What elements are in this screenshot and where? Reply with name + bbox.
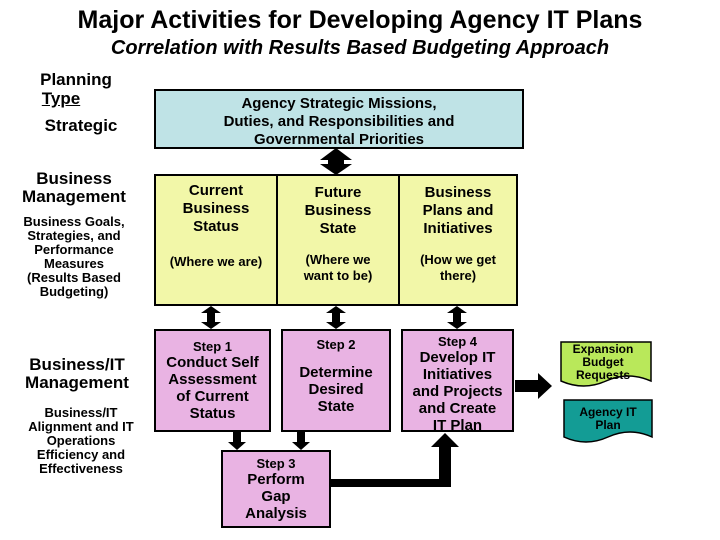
step-line: Status (189, 405, 236, 422)
business-management-desc: Business Goals, Strategies, and Performa… (4, 215, 144, 299)
arrow-step1-to-step3 (228, 432, 246, 450)
step-line: and Create (418, 400, 497, 417)
step-4-box: Step 4 Develop IT Initiatives and Projec… (401, 329, 514, 434)
status-note: there) (439, 268, 477, 283)
step-line: State (317, 398, 355, 415)
desc-line: (Results Based (27, 270, 121, 285)
status-title-line: Future (314, 184, 362, 201)
step-line: Conduct Self (166, 354, 259, 371)
budget-doc-shape (560, 341, 652, 387)
expansion-budget-requests-label: Expansion Budget Requests (560, 343, 646, 382)
business-it-management-label: Business/IT Management (4, 356, 150, 392)
budget-line: Budget (582, 355, 624, 369)
double-arrow-step2 (326, 306, 346, 329)
status-title-line: Business (304, 202, 372, 219)
step-2-box: Step 2 Determine Desired State (281, 329, 391, 432)
step-number: Step 4 (437, 334, 477, 349)
planning-label: Planning (40, 70, 112, 89)
step-number: Step 2 (316, 337, 356, 352)
business-it-management-desc: Business/IT Alignment and IT Operations … (8, 406, 154, 476)
status-note: (How we get (420, 252, 496, 267)
status-title-line: Initiatives (423, 220, 493, 237)
status-title-line: Current (188, 182, 244, 199)
desc-line: Measures (44, 256, 104, 271)
arrow-step4-to-outputs (515, 373, 552, 399)
step-line: Assessment (168, 371, 257, 388)
step-line: Determine (299, 364, 373, 381)
agency-it-plan-label: Agency IT Plan (563, 406, 653, 432)
status-note: (Where we (305, 252, 371, 267)
budget-line: Requests (575, 368, 631, 382)
strategic-line: Governmental Priorities (253, 131, 425, 148)
desc-line: Effectiveness (39, 461, 123, 476)
arrow-step2-to-step3 (292, 432, 310, 450)
strategic-line: Duties, and Responsibilities and (223, 113, 455, 130)
business-management-line2: Management (22, 187, 126, 206)
current-business-status-box: Current Business Status (Where we are) (156, 176, 276, 304)
status-title-line: Business (424, 184, 492, 201)
step-3-box: Step 3 Perform Gap Analysis (221, 450, 331, 528)
status-title-line: Business (182, 200, 250, 217)
step-line: Gap (261, 488, 291, 505)
business-plans-box: Business Plans and Initiatives (How we g… (398, 176, 516, 304)
step-1-box: Step 1 Conduct Self Assessment of Curren… (154, 329, 271, 432)
step-line: and Projects (412, 383, 503, 400)
desc-line: Operations (46, 433, 116, 448)
step-number: Step 3 (256, 456, 296, 471)
desc-line: Strategies, and (27, 228, 121, 243)
step-line: IT Plan (432, 417, 483, 434)
business-management-line1: Business (36, 169, 112, 188)
expansion-budget-requests-doc (560, 341, 652, 387)
it-plan-line: Plan (595, 418, 621, 432)
business-it-management-line1: Business/IT (29, 355, 125, 374)
step-line: of Current (176, 388, 249, 405)
step-line: Initiatives (422, 366, 493, 383)
arrow-step3-to-step4 (331, 433, 459, 487)
strategic-missions-box: Agency Strategic Missions, Duties, and R… (154, 89, 524, 149)
double-arrow-strategic (320, 148, 352, 175)
type-label: Type (41, 89, 81, 108)
step-line: Develop IT (419, 349, 496, 366)
desc-line: Business/IT (44, 405, 118, 420)
status-title-line: Plans and (422, 202, 494, 219)
status-title-line: State (319, 220, 357, 237)
it-plan-line: Agency IT (579, 405, 637, 419)
future-business-state-box: Future Business State (Where we want to … (276, 176, 398, 304)
page-subtitle: Correlation with Results Based Budgeting… (110, 37, 610, 59)
agency-it-plan-doc (563, 399, 653, 443)
status-title-line: Status (193, 218, 239, 235)
desc-line: Performance (34, 242, 114, 257)
double-arrow-step1 (201, 306, 221, 329)
budget-line: Expansion (572, 342, 634, 356)
desc-line: Efficiency and (36, 447, 126, 462)
planning-type-label: Planning Type (20, 70, 132, 108)
business-it-management-line2: Management (25, 373, 129, 392)
desc-line: Business Goals, (23, 214, 125, 229)
desc-line: Budgeting) (39, 284, 109, 299)
business-management-label: Business Management (4, 170, 144, 206)
status-note: want to be) (303, 268, 373, 283)
strategic-label: Strategic (44, 116, 118, 135)
step-line: Perform (247, 471, 305, 488)
page-title: Major Activities for Developing Agency I… (77, 6, 643, 34)
it-plan-doc-shape (563, 399, 653, 443)
status-note: (Where we are) (169, 254, 263, 269)
step-line: Analysis (245, 505, 307, 522)
strategic-line: Agency Strategic Missions, (241, 95, 437, 112)
step-line: Desired (308, 381, 364, 398)
desc-line: Alignment and IT (28, 419, 134, 434)
step-number: Step 1 (192, 339, 232, 354)
business-status-row: Current Business Status (Where we are) F… (154, 174, 518, 306)
double-arrow-step4 (447, 306, 467, 329)
